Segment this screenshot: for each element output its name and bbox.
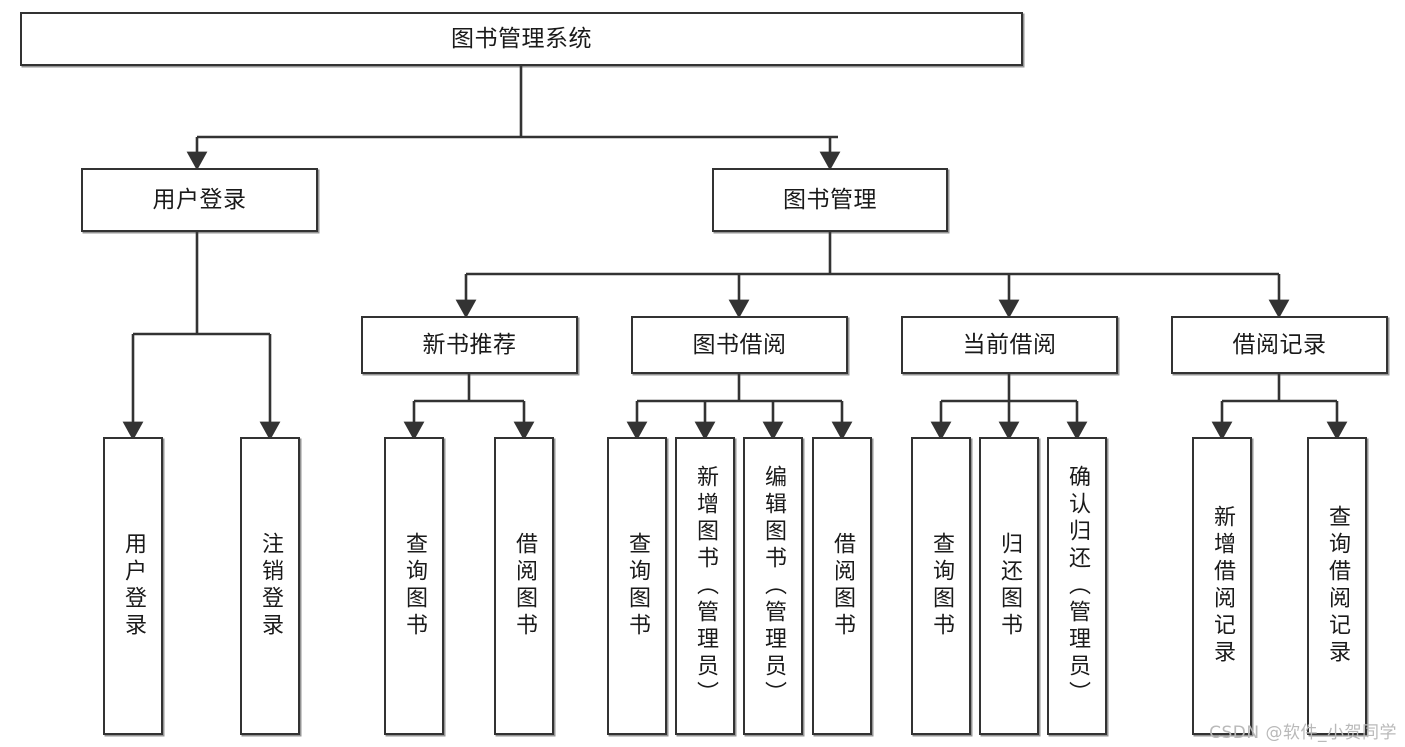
leaf-borrow-book-1[interactable]: 借阅图书 — [494, 437, 554, 735]
node-label: 图书管理系统 — [451, 25, 592, 52]
node-label: 新增图书（管理员） — [693, 464, 718, 708]
node-label: 编辑图书（管理员） — [761, 464, 786, 708]
node-label: 借阅记录 — [1232, 331, 1327, 358]
node-label: 确认归还（管理员） — [1065, 464, 1090, 708]
node-label: 注销登录 — [258, 532, 283, 640]
node-label: 归还图书 — [997, 532, 1022, 640]
leaf-borrow-book-2[interactable]: 借阅图书 — [812, 437, 872, 735]
node-book-borrow[interactable]: 图书借阅 — [631, 316, 848, 374]
leaf-query-book-1[interactable]: 查询图书 — [384, 437, 444, 735]
node-label: 图书借阅 — [692, 331, 787, 358]
leaf-return-book[interactable]: 归还图书 — [979, 437, 1039, 735]
node-label: 查询借阅记录 — [1325, 505, 1350, 667]
leaf-edit-book[interactable]: 编辑图书（管理员） — [743, 437, 803, 735]
leaf-query-book-2[interactable]: 查询图书 — [607, 437, 667, 735]
node-user-login[interactable]: 用户登录 — [81, 168, 318, 232]
node-label: 用户登录 — [152, 186, 247, 213]
node-book-manage[interactable]: 图书管理 — [712, 168, 948, 232]
leaf-query-book-3[interactable]: 查询图书 — [911, 437, 971, 735]
leaf-add-book[interactable]: 新增图书（管理员） — [675, 437, 735, 735]
csdn-watermark: CSDN @软件_小贺同学 — [1209, 723, 1397, 743]
node-borrow-record[interactable]: 借阅记录 — [1171, 316, 1388, 374]
leaf-user-login[interactable]: 用户登录 — [103, 437, 163, 735]
node-label: 新增借阅记录 — [1210, 505, 1235, 667]
node-new-book-recommend[interactable]: 新书推荐 — [361, 316, 578, 374]
node-label: 查询图书 — [625, 532, 650, 640]
node-label: 借阅图书 — [512, 532, 537, 640]
node-label: 借阅图书 — [830, 532, 855, 640]
node-root-system[interactable]: 图书管理系统 — [20, 12, 1023, 66]
node-label: 图书管理 — [783, 186, 877, 213]
node-label: 查询图书 — [929, 532, 954, 640]
node-current-borrow[interactable]: 当前借阅 — [901, 316, 1118, 374]
leaf-query-record[interactable]: 查询借阅记录 — [1307, 437, 1367, 735]
node-label: 新书推荐 — [422, 331, 517, 358]
leaf-confirm-return[interactable]: 确认归还（管理员） — [1047, 437, 1107, 735]
leaf-add-record[interactable]: 新增借阅记录 — [1192, 437, 1252, 735]
node-label: 用户登录 — [121, 532, 146, 640]
node-label: 查询图书 — [402, 532, 427, 640]
leaf-logout-login[interactable]: 注销登录 — [240, 437, 300, 735]
node-label: 当前借阅 — [962, 331, 1057, 358]
